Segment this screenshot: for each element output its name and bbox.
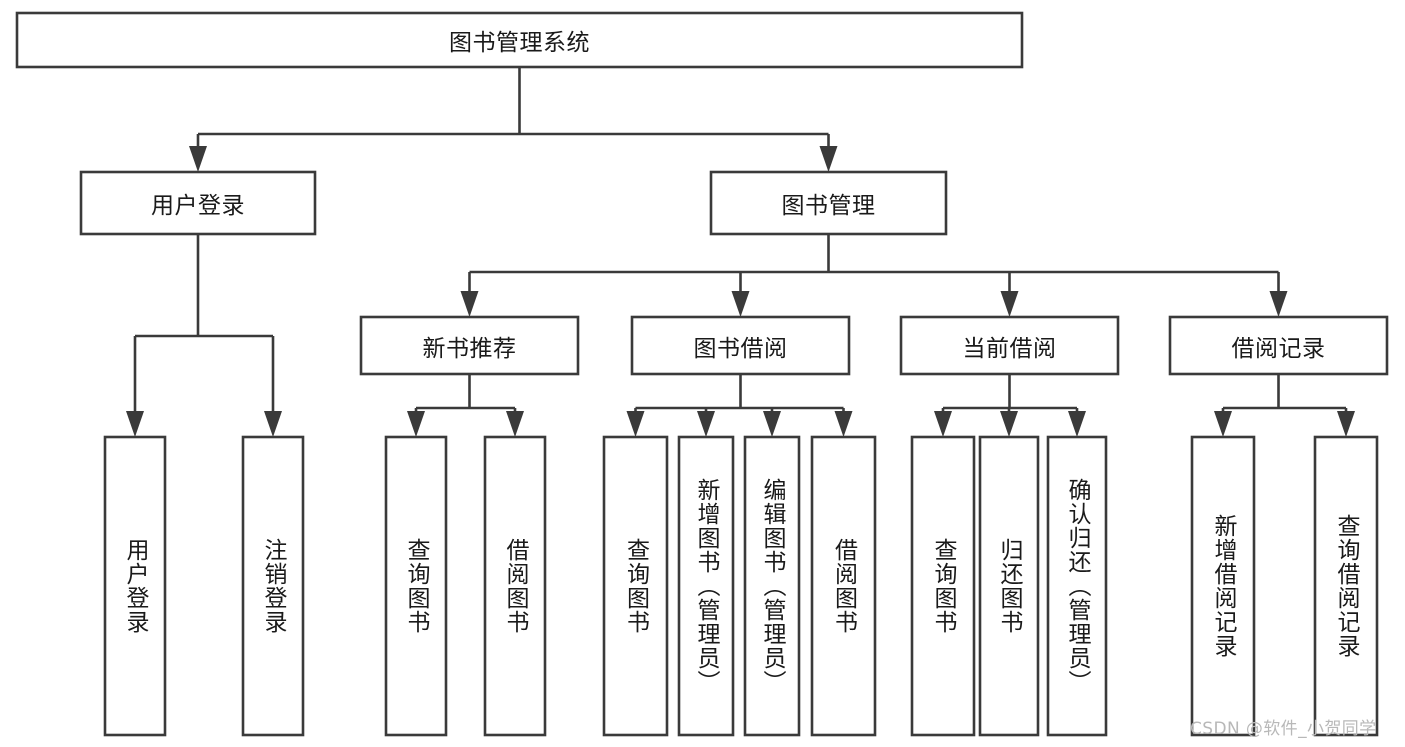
leaf-current-borrow-arrow-1 — [1000, 411, 1018, 437]
connector-group — [126, 67, 1355, 437]
node-new-book-recommend[interactable] — [359, 315, 580, 376]
book-manage-arrow-2 — [1000, 291, 1019, 317]
node-leaf-borrow-book[interactable] — [810, 435, 877, 737]
leaf-book-borrow-arrow-0 — [626, 411, 645, 437]
node-leaf-query-book-borrow[interactable] — [602, 435, 669, 737]
leaf-current-borrow-arrow-2 — [1068, 411, 1086, 437]
node-leaf-user-login[interactable] — [103, 435, 167, 737]
leaf-new-book-recommend-arrow-0 — [407, 411, 425, 437]
leaf-borrow-record-arrow-1 — [1337, 411, 1355, 437]
root-arrow-1 — [819, 146, 838, 172]
node-leaf-query-book-current[interactable] — [910, 435, 976, 737]
leaf-user-login-arrow-0 — [126, 411, 144, 437]
root-arrow-0 — [189, 146, 207, 172]
node-leaf-edit-book-admin[interactable] — [743, 435, 801, 737]
watermark-text: CSDN @软件_小贺同学 — [1190, 719, 1377, 739]
node-book-manage[interactable] — [709, 170, 948, 236]
leaf-book-borrow-arrow-1 — [697, 411, 715, 437]
node-borrow-record[interactable] — [1168, 315, 1389, 376]
leaf-current-borrow-arrow-0 — [934, 411, 952, 437]
leaf-borrow-record-arrow-0 — [1214, 411, 1232, 437]
book-manage-arrow-1 — [731, 291, 750, 317]
node-leaf-query-book-rec[interactable] — [384, 435, 448, 737]
node-leaf-add-book-admin[interactable] — [677, 435, 735, 737]
node-leaf-borrow-book-rec[interactable] — [483, 435, 547, 737]
node-leaf-logout[interactable] — [241, 435, 305, 737]
node-leaf-confirm-return-admin[interactable] — [1046, 435, 1108, 737]
node-leaf-query-borrow-record[interactable] — [1313, 435, 1379, 737]
node-root[interactable] — [15, 11, 1024, 69]
node-current-borrow[interactable] — [899, 315, 1120, 376]
node-leaf-add-borrow-record[interactable] — [1190, 435, 1256, 737]
book-manage-arrow-3 — [1269, 291, 1288, 317]
book-manage-arrow-0 — [460, 291, 479, 317]
node-leaf-return-book[interactable] — [978, 435, 1040, 737]
leaf-user-login-arrow-1 — [264, 411, 282, 437]
node-user-login[interactable] — [79, 170, 317, 236]
node-box-group — [15, 11, 1389, 737]
node-book-borrow[interactable] — [630, 315, 851, 376]
leaf-new-book-recommend-arrow-1 — [506, 411, 524, 437]
leaf-book-borrow-arrow-2 — [763, 411, 781, 437]
leaf-book-borrow-arrow-3 — [834, 411, 853, 437]
